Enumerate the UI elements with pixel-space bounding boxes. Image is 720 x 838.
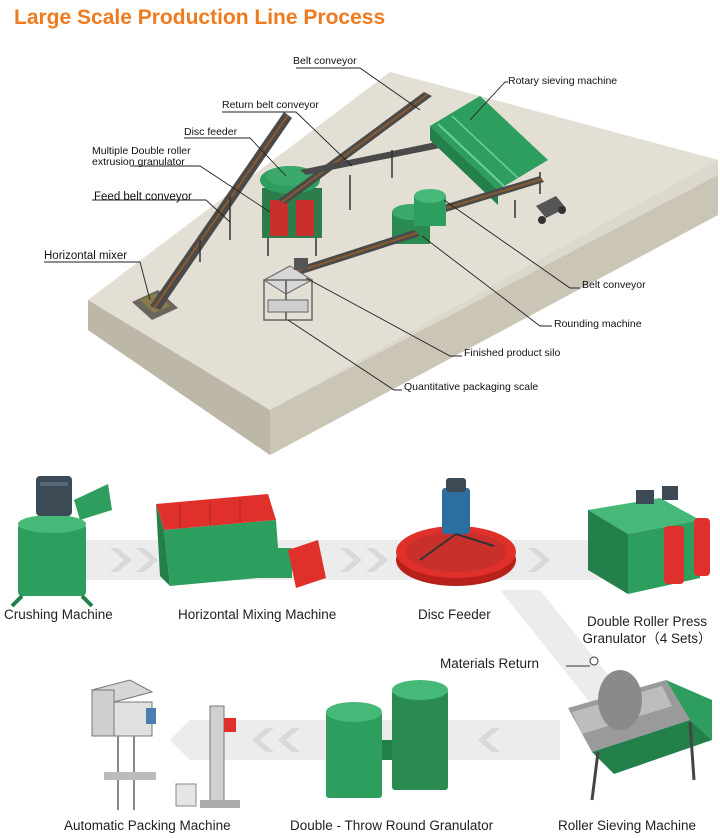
callout-double-roller-granulator-line2: extrusion granulator — [92, 156, 185, 168]
double-throw-round-granulator-illustration — [326, 680, 448, 798]
crushing-machine-illustration — [10, 476, 112, 608]
callout-return-belt-conveyor: Return belt conveyor — [222, 99, 319, 111]
label-disc-feeder: Disc Feeder — [418, 607, 491, 622]
callout-horizontal-mixer: Horizontal mixer — [44, 250, 128, 262]
callout-quantitative-packaging-scale: Quantitative packaging scale — [404, 381, 539, 393]
belt-conveyor-main — [278, 92, 440, 210]
callout-double-roller-granulator-line1: Multiple Double roller — [92, 145, 191, 157]
product-conveyor — [296, 230, 420, 274]
packaging-scale — [263, 258, 313, 321]
feed-belt-conveyor — [150, 112, 292, 310]
callout-disc-feeder: Disc feeder — [184, 126, 238, 138]
label-roller-sieving-machine: Roller Sieving Machine — [558, 818, 697, 833]
horizontal-mixing-machine-illustration — [156, 494, 326, 588]
callout-rounding-machine: Rounding machine — [554, 318, 642, 330]
automatic-packing-machine-illustration — [90, 679, 240, 810]
label-materials-return: Materials Return — [440, 656, 540, 671]
double-roller-press-granulator-illustration — [588, 486, 710, 594]
label-horizontal-mixing-machine: Horizontal Mixing Machine — [178, 607, 337, 622]
rounding-machines — [392, 189, 446, 244]
roller-sieving-machine-illustration — [568, 670, 712, 801]
disc-feeder-illustration — [396, 478, 516, 586]
callout-leaders — [44, 67, 580, 391]
page-title: Large Scale Production Line Process — [14, 6, 386, 29]
label-double-roller-press-line2: Granulator（4 Sets） — [582, 631, 712, 646]
callout-rotary-sieving-machine: Rotary sieving machine — [508, 75, 618, 87]
callout-feed-belt-conveyor: Feed belt conveyor — [94, 191, 192, 203]
callout-belt-conveyor-right: Belt conveyor — [582, 279, 646, 291]
label-automatic-packing-machine: Automatic Packing Machine — [64, 818, 231, 833]
cart — [536, 196, 566, 224]
callout-finished-product-silo: Finished product silo — [464, 347, 561, 359]
rotary-sieving-machine — [430, 96, 548, 218]
materials-return-marker — [566, 656, 599, 667]
callout-belt-conveyor-top: Belt conveyor — [293, 55, 357, 67]
label-double-roller-press-line1: Double Roller Press — [586, 614, 708, 629]
label-double-throw-round-granulator: Double - Throw Round Granulator — [290, 818, 494, 833]
label-crushing-machine: Crushing Machine — [4, 607, 113, 622]
